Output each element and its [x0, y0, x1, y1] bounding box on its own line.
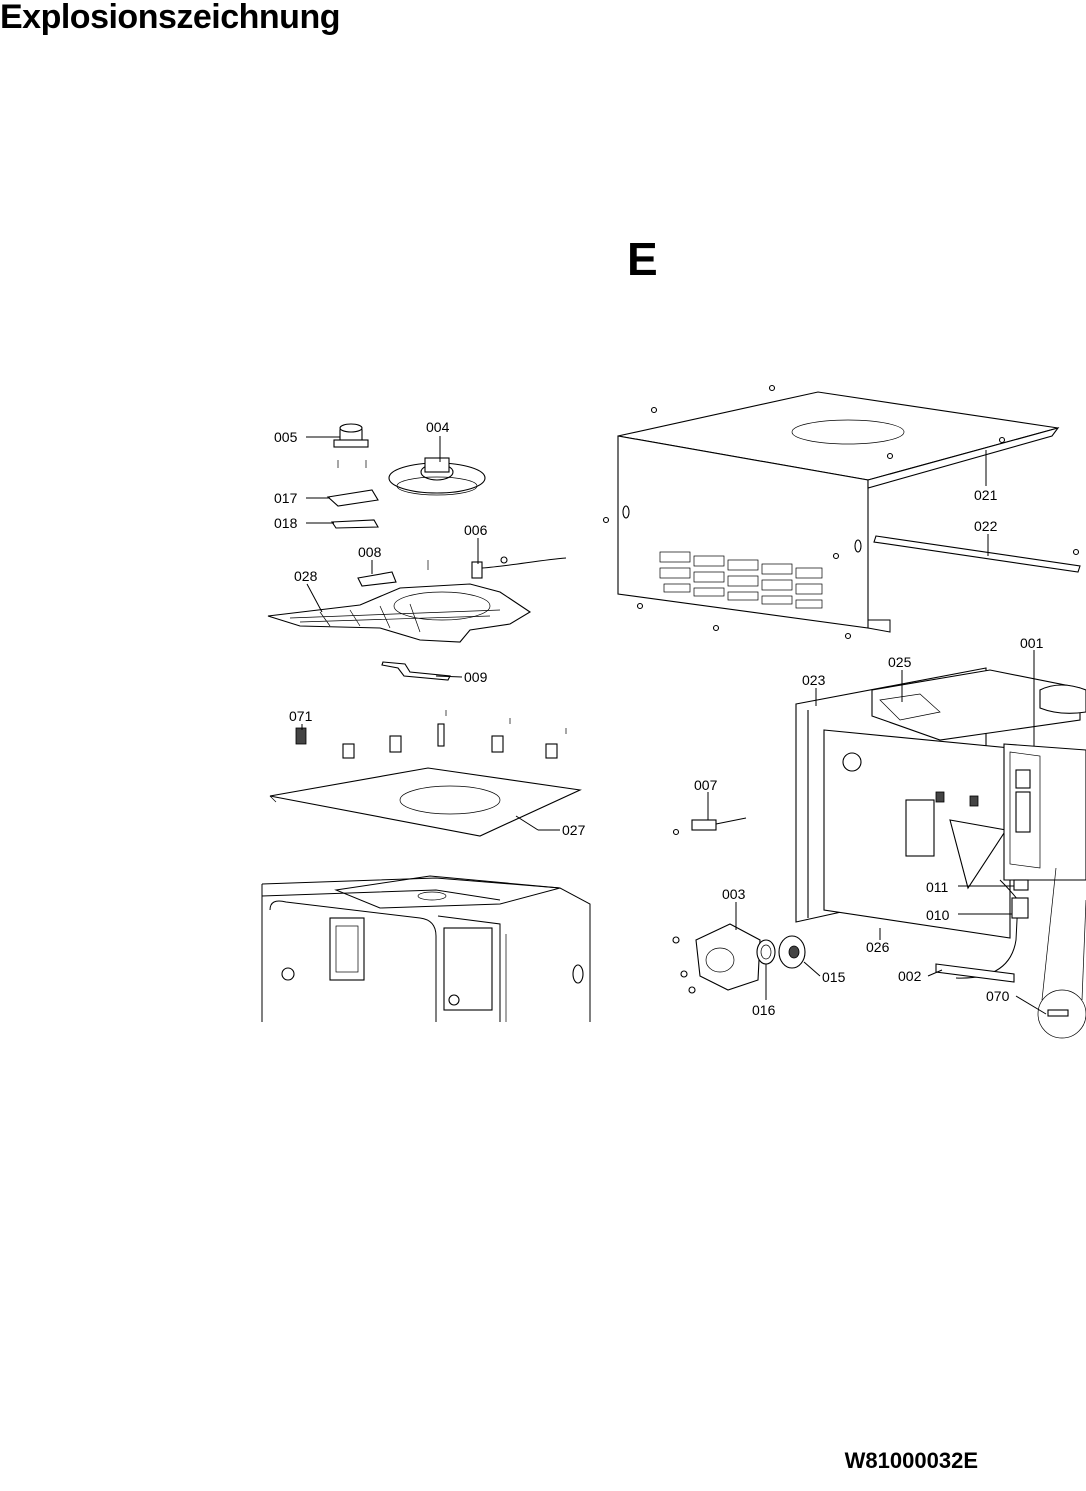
- part-label-002: 002: [898, 968, 922, 984]
- part-label-070: 070: [986, 988, 1010, 1004]
- part-015-drawing: [778, 935, 806, 969]
- part-007-drawing: [672, 817, 747, 836]
- part-label-018: 018: [274, 515, 298, 531]
- part-label-008: 008: [358, 544, 382, 560]
- part-label-026: 026: [866, 939, 890, 955]
- part-label-007: 007: [694, 777, 718, 793]
- part-label-015: 015: [822, 969, 846, 985]
- leader-lines: [301, 436, 1047, 1015]
- part-label-025: 025: [888, 654, 912, 670]
- part-016-drawing: [756, 939, 776, 965]
- part-label-001: 001: [1020, 635, 1044, 651]
- part-028-drawing: [267, 583, 532, 643]
- part-label-022: 022: [974, 518, 998, 534]
- part-005-drawing: [333, 423, 369, 468]
- part-label-021: 021: [974, 487, 998, 503]
- part-021-drawing: [602, 384, 1060, 640]
- part-label-006: 006: [464, 522, 488, 538]
- cabinet-housing-drawing: [261, 875, 591, 1022]
- part-label-003: 003: [722, 886, 746, 902]
- part-009-drawing: [381, 661, 451, 681]
- part-027-drawing: [269, 767, 582, 837]
- part-008-drawing: [357, 571, 397, 587]
- part-label-017: 017: [274, 490, 298, 506]
- part-label-028: 028: [294, 568, 318, 584]
- part-071-drawing: [295, 710, 567, 759]
- part-label-011: 011: [926, 879, 949, 895]
- part-018-drawing: [331, 519, 379, 529]
- part-003-drawing: [672, 923, 761, 994]
- part-label-004: 004: [426, 419, 450, 435]
- part-004-drawing: [388, 457, 486, 496]
- part-022-drawing: [873, 535, 1081, 573]
- part-label-016: 016: [752, 1002, 776, 1018]
- part-label-009: 009: [464, 669, 488, 685]
- part-label-005: 005: [274, 429, 298, 445]
- part-label-071: 071: [289, 708, 313, 724]
- page-title: Explosionszeichnung: [0, 0, 340, 36]
- part-006-drawing: [427, 556, 567, 579]
- part-label-027: 027: [562, 822, 586, 838]
- part-label-010: 010: [926, 907, 950, 923]
- chassis-drawing: [795, 667, 1086, 1039]
- document-number: W81000032E: [844, 1448, 978, 1473]
- part-017-drawing: [326, 489, 379, 507]
- section-letter: E: [627, 233, 658, 285]
- part-label-023: 023: [802, 672, 826, 688]
